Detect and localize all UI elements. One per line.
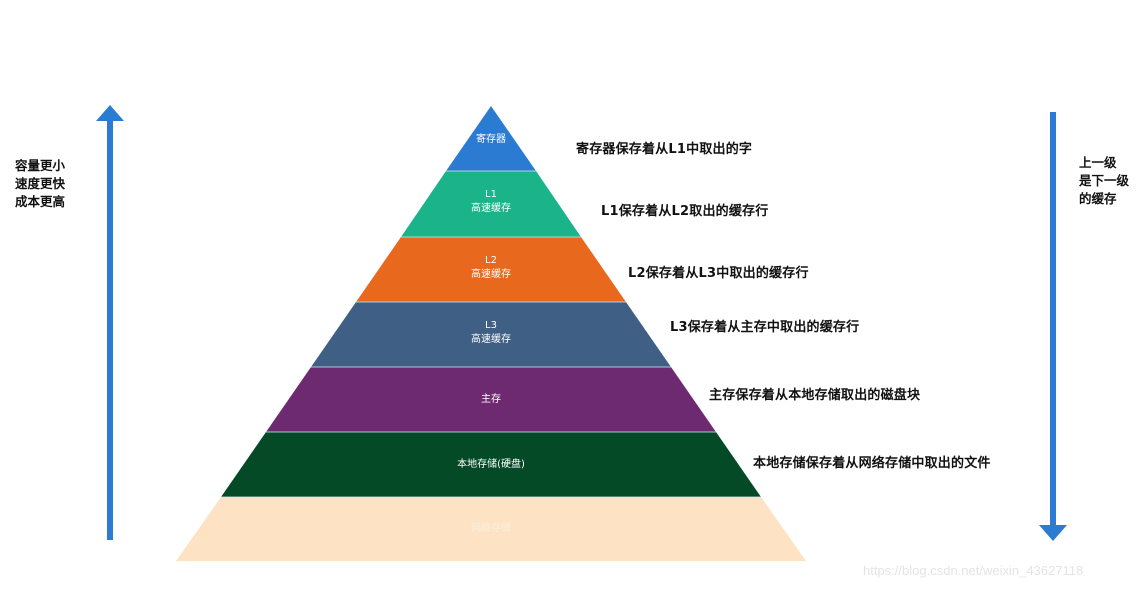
left-label-line: 速度更快 xyxy=(15,176,66,191)
description-l3: L3保存着从主存中取出的缓存行 xyxy=(670,320,860,335)
layer-title: L1 xyxy=(485,189,497,200)
right-label-line: 是下一级 xyxy=(1079,173,1130,188)
watermark-text: https://blog.csdn.net/weixin_43627118 xyxy=(863,563,1084,578)
layer-label-local-storage: 本地存储(硬盘) xyxy=(457,458,525,472)
description-local-storage: 本地存储保存着从网络存储中取出的文件 xyxy=(753,456,991,471)
description-main-memory: 主存保存着从本地存储取出的磁盘块 xyxy=(709,388,921,403)
layer-label-main-memory: 主存 xyxy=(481,393,501,407)
layer-main-memory-shape xyxy=(266,367,716,432)
layer-network-storage-shape xyxy=(176,497,806,561)
layer-title: 寄存器 xyxy=(476,134,506,145)
down-arrow-icon xyxy=(1039,112,1067,541)
description-l1: L1保存着从L2取出的缓存行 xyxy=(601,204,769,219)
layer-subtitle: 高速缓存 xyxy=(471,203,511,214)
layer-local-storage-shape xyxy=(221,432,761,497)
right-arrow-label: 上一级 是下一级 的缓存 xyxy=(1079,154,1129,208)
layer-label-l2: L2 高速缓存 xyxy=(471,254,511,282)
layer-registers-shape xyxy=(446,106,536,171)
up-arrow-icon xyxy=(96,105,124,540)
layer-title: 网络存储 xyxy=(471,523,511,534)
description-registers: 寄存器保存着从L1中取出的字 xyxy=(576,142,753,157)
right-label-line: 的缓存 xyxy=(1079,191,1117,206)
layer-title: 本地存储(硬盘) xyxy=(457,459,525,470)
layer-l1-shape xyxy=(401,171,581,237)
layer-l3-shape xyxy=(311,302,671,367)
layer-title: L3 xyxy=(485,320,497,331)
left-label-line: 容量更小 xyxy=(15,158,66,173)
layer-separators xyxy=(221,170,761,498)
layer-subtitle: 高速缓存 xyxy=(471,269,511,280)
description-l2: L2保存着从L3中取出的缓存行 xyxy=(628,266,809,281)
layer-title: 主存 xyxy=(481,394,501,405)
layer-label-network-storage: 网络存储 xyxy=(471,522,511,536)
right-label-line: 上一级 xyxy=(1079,155,1117,170)
layer-title: L2 xyxy=(485,255,497,266)
layer-label-l1: L1 高速缓存 xyxy=(471,188,511,216)
layer-subtitle: 高速缓存 xyxy=(471,334,511,345)
left-label-line: 成本更高 xyxy=(15,194,66,209)
layer-l2-shape xyxy=(356,237,626,302)
left-arrow-label: 容量更小 速度更快 成本更高 xyxy=(15,157,65,211)
layer-label-registers: 寄存器 xyxy=(476,133,506,147)
layer-label-l3: L3 高速缓存 xyxy=(471,319,511,347)
